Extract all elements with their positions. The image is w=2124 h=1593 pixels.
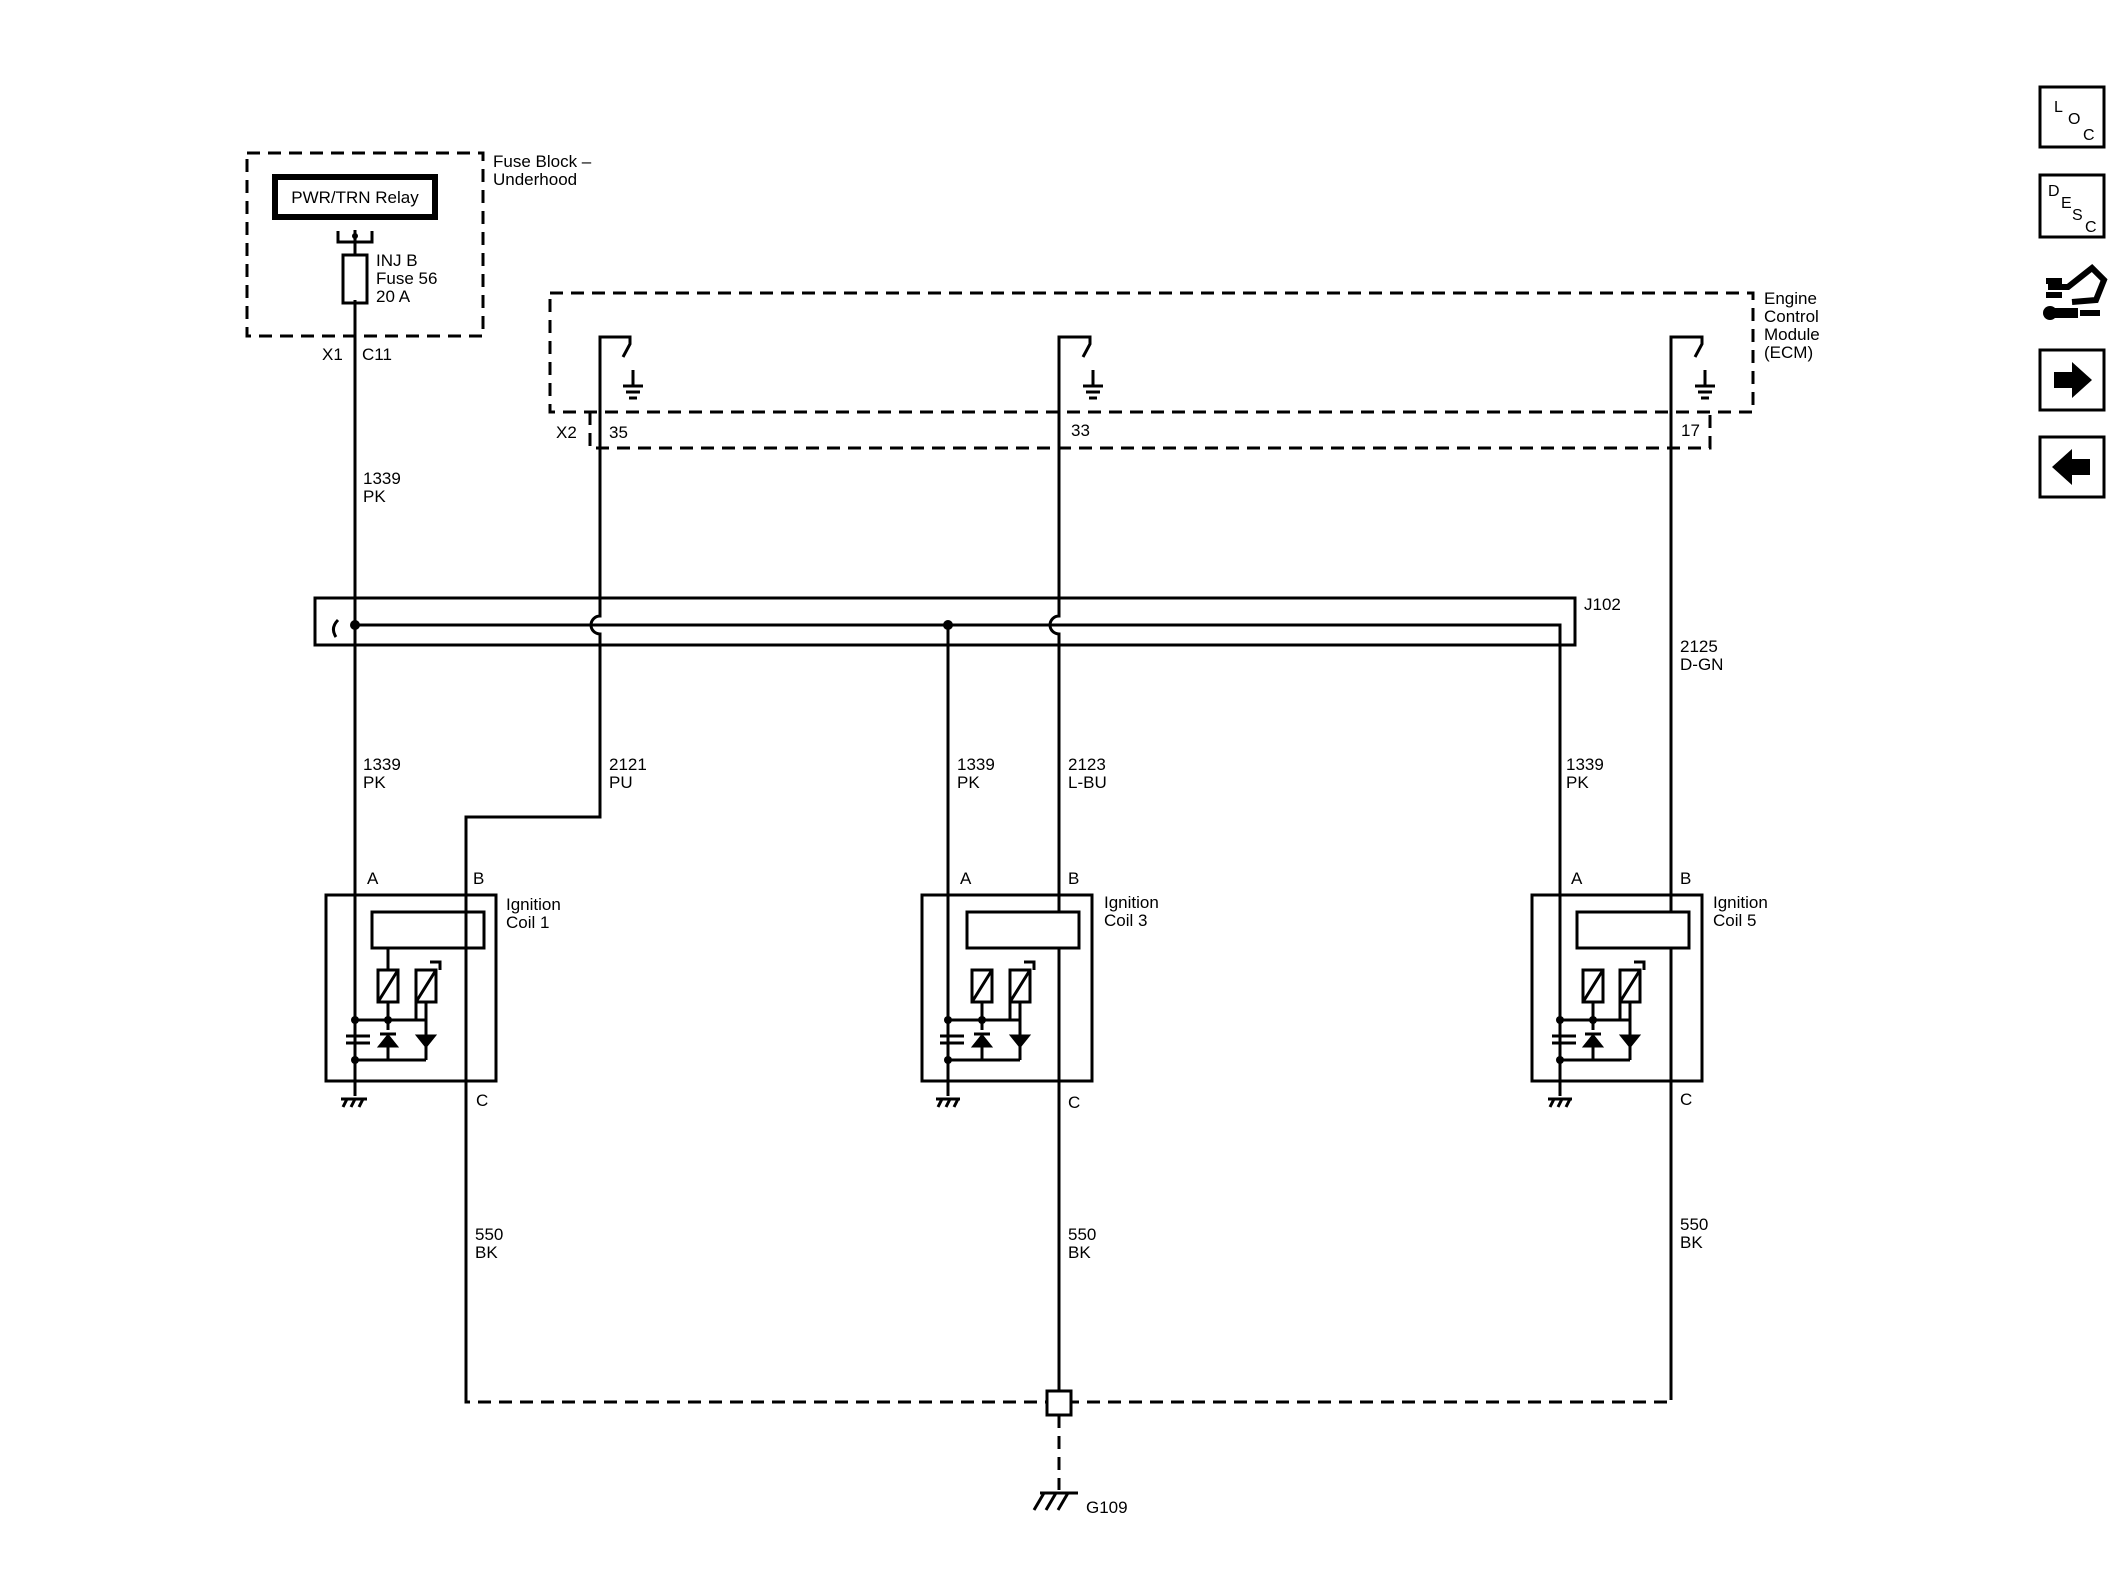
splice-label: J102 [1584, 595, 1621, 614]
coil1-pin-b: B [473, 869, 484, 888]
wire-2121-color: PU [609, 773, 633, 792]
wire-2121-num: 2121 [609, 755, 647, 774]
coil3-name-1: Ignition [1104, 893, 1159, 912]
ecm-pin-17: 17 [1681, 421, 1700, 440]
svg-text:S: S [2072, 207, 2083, 224]
ecm-label-4: (ECM) [1764, 343, 1813, 362]
coil3-pin-b: B [1068, 869, 1079, 888]
wire-1339-top-num: 1339 [363, 469, 401, 488]
desc-button[interactable]: D E S C [2038, 173, 2106, 239]
coil1-name-1: Ignition [506, 895, 561, 914]
arrow-right-icon [2054, 362, 2092, 398]
wire-2123-num: 2123 [1068, 755, 1106, 774]
wire-1339-coil1-color: PK [363, 773, 386, 792]
ecm-driver-3 [1057, 335, 1103, 455]
ground-splice [1045, 1389, 1073, 1417]
splice-pack-j102: J102 [313, 595, 1621, 647]
wire-1339-coil5-color: PK [1566, 773, 1589, 792]
svg-text:C: C [2083, 127, 2095, 144]
fuse-block-title: Fuse Block – [493, 152, 592, 171]
location-icon: L [2054, 99, 2063, 116]
fuse-label-2: Fuse 56 [376, 269, 437, 288]
wire-1339-top-color: PK [363, 487, 386, 506]
svg-text:C: C [2085, 219, 2097, 236]
fuse-label-1: INJ B [376, 251, 418, 270]
wire-550-coil3-color: BK [1068, 1243, 1091, 1262]
ignition-coil-3: A B C Ignition Coil 3 [920, 869, 1159, 1112]
coil1-name-2: Coil 1 [506, 913, 549, 932]
wire-1339-coil1-num: 1339 [363, 755, 401, 774]
fuse-label-3: 20 A [376, 287, 411, 306]
ignition-coil-5: A B C Ignition Coil 5 [1530, 869, 1768, 1109]
svg-text:O: O [2068, 111, 2080, 128]
ecm-driver-1 [598, 335, 643, 455]
svg-text:E: E [2061, 195, 2072, 212]
fuse-block-title-2: Underhood [493, 170, 577, 189]
coil3-pin-c: C [1068, 1093, 1080, 1112]
ground-label: G109 [1086, 1498, 1128, 1517]
coil5-pin-a: A [1571, 869, 1583, 888]
ecm-driver-5 [1669, 335, 1715, 455]
coil5-pin-c: C [1680, 1090, 1692, 1109]
connector-end-view-icon [2043, 263, 2108, 320]
wire-550-coil5-num: 550 [1680, 1215, 1708, 1234]
connector-c11-label: C11 [362, 345, 392, 364]
pwr-trn-relay [272, 174, 438, 220]
wire-1339-coil3-num: 1339 [957, 755, 995, 774]
description-icon: D [2048, 183, 2060, 200]
wire-1339-coil5-num: 1339 [1566, 755, 1604, 774]
ignition-coil-1: A B C Ignition Coil 1 [324, 869, 561, 1110]
wire-labels: 1339 PK 1339 PK 2121 PU 1339 PK 2123 L-B… [363, 469, 1723, 1262]
coil5-name-2: Coil 5 [1713, 911, 1756, 930]
wire-2123-color: L-BU [1068, 773, 1107, 792]
coil3-pin-a: A [960, 869, 972, 888]
wire-550-coil3-num: 550 [1068, 1225, 1096, 1244]
ecm-label-3: Module [1764, 325, 1820, 344]
prev-button[interactable] [2038, 435, 2106, 499]
wire-1339-coil3-color: PK [957, 773, 980, 792]
relay-label: PWR/TRN Relay [291, 188, 419, 207]
wire-550-coil5-color: BK [1680, 1233, 1703, 1252]
coil1-pin-c: C [476, 1091, 488, 1110]
ecm-label-1: Engine [1764, 289, 1817, 308]
wire-2125-color: D-GN [1680, 655, 1723, 674]
wire-550-coil1-color: BK [475, 1243, 498, 1262]
ecm-pin-35: 35 [609, 423, 628, 442]
ecm-connector-x2: X2 [556, 423, 577, 442]
connector-x1-label: X1 [322, 345, 343, 364]
ground-g109: G109 [464, 1320, 1673, 1517]
wire-2125-num: 2125 [1680, 637, 1718, 656]
coil1-pin-a: A [367, 869, 379, 888]
coil5-name-1: Ignition [1713, 893, 1768, 912]
loc-button[interactable]: L O C [2038, 85, 2106, 149]
wire-550-coil1-num: 550 [475, 1225, 503, 1244]
next-button[interactable] [2038, 348, 2106, 412]
ecm-label-2: Control [1764, 307, 1819, 326]
connector-end-view-button[interactable] [2036, 255, 2112, 331]
fuse-block-underhood: Fuse Block – Underhood PWR/TRN Relay INJ… [245, 151, 592, 364]
engine-control-module: Engine Control Module (ECM) X2 35 33 17 [548, 289, 1820, 455]
fuse-56 [341, 253, 369, 305]
coil5-pin-b: B [1680, 869, 1691, 888]
coil3-name-2: Coil 3 [1104, 911, 1147, 930]
arrow-left-icon [2052, 449, 2090, 485]
ecm-pin-33: 33 [1071, 421, 1090, 440]
